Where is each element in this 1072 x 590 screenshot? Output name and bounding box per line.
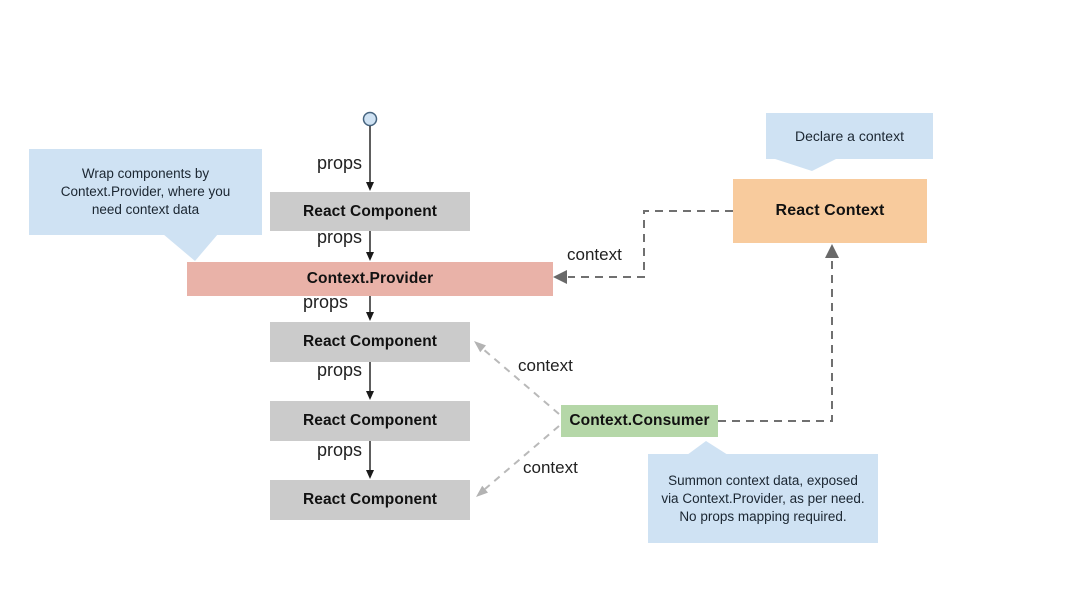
props-label: props bbox=[316, 360, 362, 380]
callout-text: Wrap components by Context.Provider, whe… bbox=[60, 166, 231, 217]
consumer-to-component2-arrowhead bbox=[474, 341, 486, 353]
provider-note-tail bbox=[163, 234, 218, 261]
node-label: Context.Consumer bbox=[569, 412, 710, 429]
node-react-component-2: React Component bbox=[270, 322, 470, 362]
node-context-provider: Context.Provider bbox=[187, 262, 553, 296]
node-label: React Component bbox=[302, 202, 438, 220]
props-label: props bbox=[316, 153, 362, 173]
props-arrowhead-5 bbox=[366, 470, 374, 479]
context-label: context bbox=[523, 458, 578, 477]
node-react-component-1: React Component bbox=[270, 192, 470, 231]
callout-provider-note: Wrap components by Context.Provider, whe… bbox=[29, 149, 262, 235]
start-node-icon bbox=[362, 111, 378, 127]
context-to-provider-arrowhead bbox=[553, 270, 567, 284]
node-react-context: React Context bbox=[733, 179, 927, 243]
node-label: React Component bbox=[302, 333, 438, 350]
context-to-provider-edge bbox=[568, 210, 733, 278]
callout-context-note: Declare a context bbox=[766, 113, 933, 159]
props-arrowhead-1 bbox=[366, 182, 374, 191]
props-arrowhead-4 bbox=[366, 391, 374, 400]
context-label: context bbox=[567, 245, 622, 264]
callout-text: Declare a context bbox=[795, 128, 904, 144]
consumer-to-component4-arrowhead bbox=[476, 485, 488, 497]
node-label: React Component bbox=[302, 412, 438, 429]
props-label: props bbox=[316, 227, 362, 247]
callout-text: Summon context data, exposed via Context… bbox=[661, 472, 865, 524]
callout-consumer-note: Summon context data, exposed via Context… bbox=[648, 454, 878, 543]
context-label: context bbox=[518, 356, 573, 375]
node-label: Context.Provider bbox=[306, 270, 434, 287]
node-label: React Component bbox=[302, 491, 438, 508]
props-label: props bbox=[302, 292, 348, 312]
props-arrowhead-2 bbox=[366, 252, 374, 261]
node-react-component-4: React Component bbox=[270, 480, 470, 520]
node-context-consumer: Context.Consumer bbox=[561, 405, 718, 437]
node-react-component-3: React Component bbox=[270, 401, 470, 441]
props-label: props bbox=[316, 440, 362, 460]
consumer-note-tail bbox=[687, 441, 728, 455]
consumer-to-context-edge bbox=[718, 252, 833, 422]
node-label: React Context bbox=[775, 202, 885, 219]
context-note-tail bbox=[772, 158, 838, 171]
consumer-to-context-arrowhead bbox=[825, 244, 839, 258]
props-arrowhead-3 bbox=[366, 312, 374, 321]
